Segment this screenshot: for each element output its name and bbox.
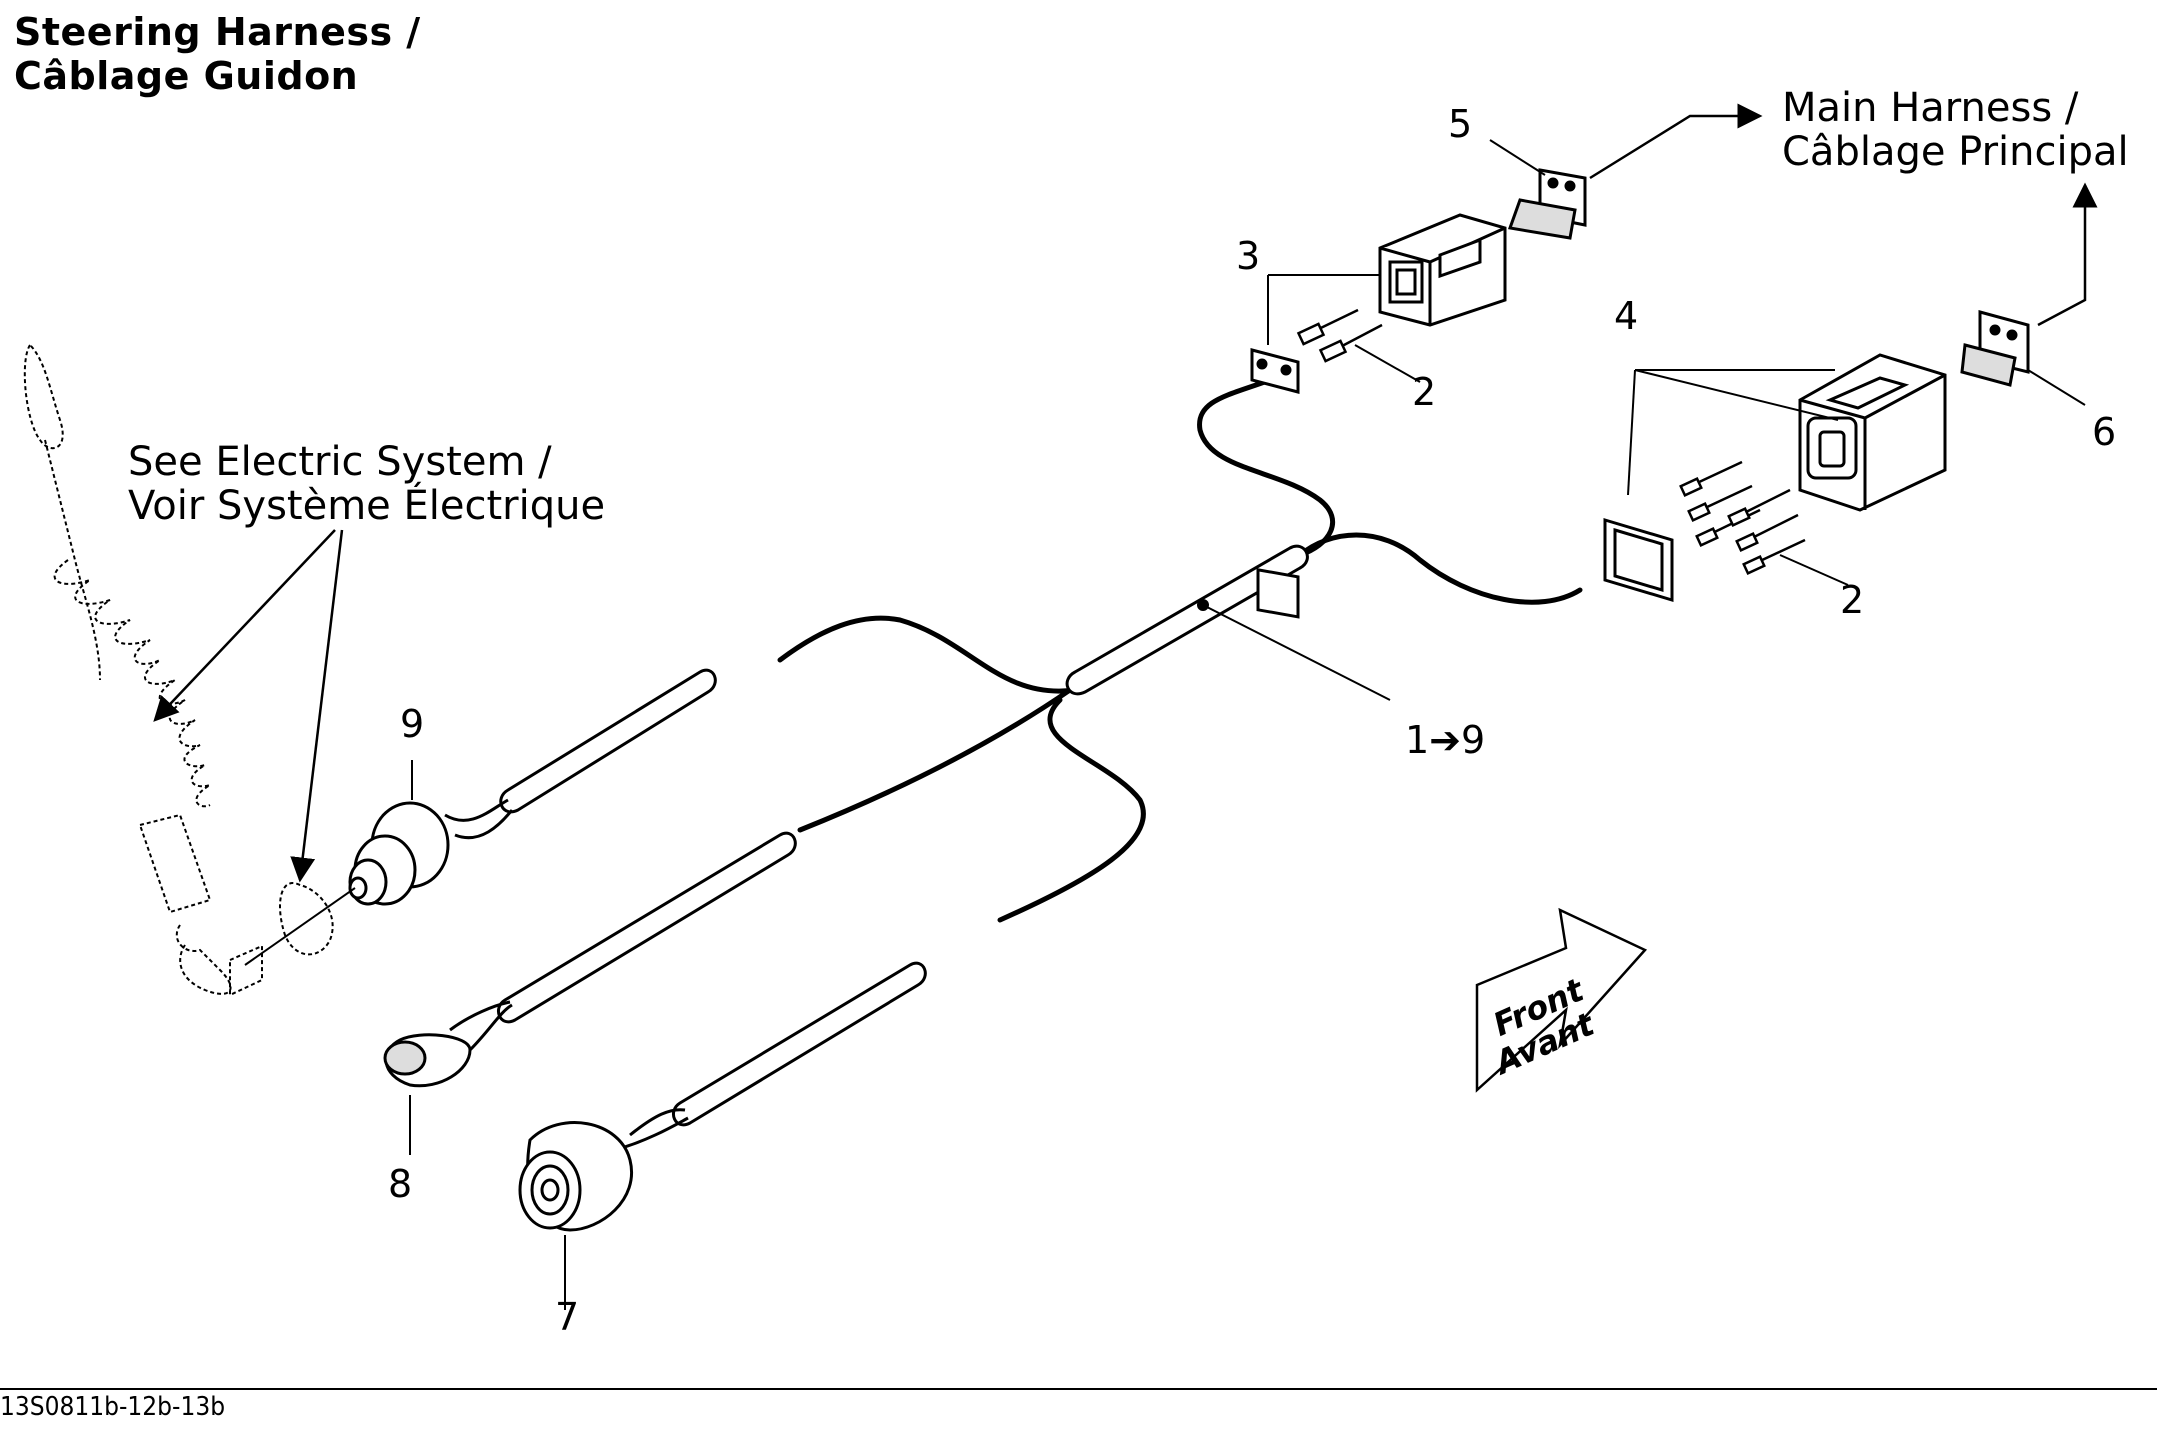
title-line-2: Câblage Guidon	[14, 54, 359, 98]
callout-3: 3	[1236, 234, 1261, 278]
main-harness-note: Main Harness / Câblage Principal	[1782, 86, 2129, 174]
connector-3-part	[1256, 213, 1507, 619]
callout-5: 5	[1448, 102, 1473, 146]
callout-8: 8	[388, 1162, 413, 1206]
main-harness-line-2: Câblage Principal	[1782, 129, 2129, 175]
switch-9-part	[348, 798, 514, 906]
connector-4-part	[1798, 353, 1947, 512]
main-harness-arrows	[1589, 103, 2098, 327]
connector-3-seal-part	[1250, 348, 1300, 394]
electric-system-note: See Electric System / Voir Système Élect…	[128, 440, 605, 528]
electric-system-line-2: Voir Système Électrique	[128, 483, 606, 529]
electric-system-arrows	[153, 529, 344, 883]
lanyard-cap-line	[244, 887, 356, 966]
harness-sleeves	[497, 544, 1309, 1127]
callout-2-lower: 2	[1840, 578, 1865, 622]
connector-4-seal-part	[1603, 517, 1674, 603]
callout-2-upper: 2	[1412, 370, 1437, 414]
callout-6: 6	[2092, 410, 2117, 454]
figure-code: 13S0811b-12b-13b	[0, 1392, 226, 1422]
diagram-title: Steering Harness / Câblage Guidon	[14, 10, 421, 98]
footer-rule	[0, 1388, 2157, 1390]
main-harness-line-1: Main Harness /	[1782, 85, 2079, 131]
safety-lanyard-part	[23, 343, 334, 997]
callout-9: 9	[400, 702, 425, 746]
leader-lines	[409, 139, 2086, 1310]
terminals-2-lower-part	[1679, 460, 1806, 575]
terminals-2-upper-part	[1296, 308, 1383, 363]
title-line-1: Steering Harness /	[14, 10, 421, 54]
harness-wires	[777, 377, 1583, 923]
wedge-5-part	[1507, 168, 1587, 240]
callout-4: 4	[1614, 294, 1639, 338]
front-direction-arrow	[1475, 907, 1648, 1093]
callout-1-to-9: 1➔9	[1405, 718, 1486, 762]
callout-7: 7	[555, 1295, 580, 1339]
electric-system-line-1: See Electric System /	[128, 439, 552, 485]
sensor-7-part	[518, 1108, 689, 1232]
sensor-8-part	[383, 1000, 513, 1088]
wedge-6-part	[1960, 310, 2030, 387]
